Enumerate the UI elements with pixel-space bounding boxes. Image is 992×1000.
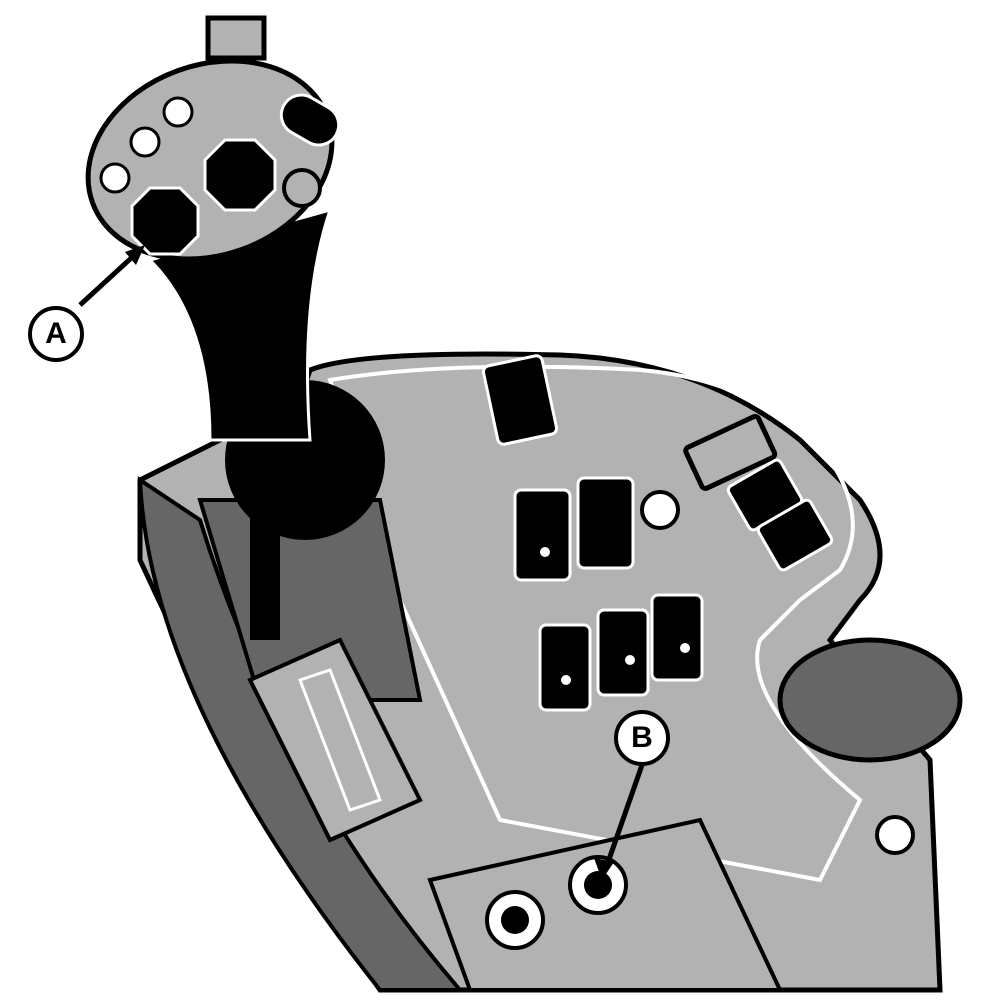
display-window [683, 413, 778, 491]
switch-group-lower [538, 593, 704, 712]
joystick-small-button-3 [162, 96, 194, 128]
joystick-small-button-1 [99, 162, 131, 194]
joystick-top-button [205, 15, 267, 61]
callout-b: B [614, 710, 670, 766]
rear-rotary-knob-right [568, 855, 628, 915]
rear-rotary-knob-left [485, 890, 545, 950]
cup-holder [777, 637, 963, 763]
callout-a: A [28, 306, 84, 362]
callout-b-leader [603, 764, 645, 869]
joystick-grip [147, 207, 333, 442]
joystick-rocker-button [279, 93, 341, 147]
rear-lever-icon [875, 815, 915, 855]
joystick-octagonal-button-lower [130, 186, 200, 256]
switch-group-right [726, 458, 834, 572]
rocker-switch-speed [481, 354, 559, 446]
joystick-round-button [282, 168, 322, 208]
callout-a-leader [78, 248, 142, 307]
joystick-octagonal-button-upper [203, 138, 277, 212]
switch-group-upper [513, 476, 680, 582]
joystick-small-button-2 [129, 126, 161, 158]
